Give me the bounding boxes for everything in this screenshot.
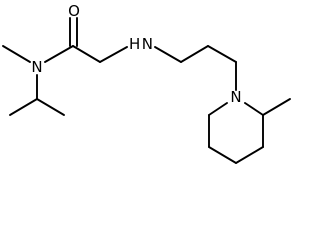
nh-to-propyl-bond — [154, 46, 182, 63]
amide-nitrogen-label: N — [31, 58, 42, 76]
ch2-to-nh-bond — [99, 46, 128, 63]
isopropyl-methyl-right-bond — [36, 98, 65, 116]
structural-formula: O N H N N — [2, 2, 291, 164]
bond-set — [2, 17, 291, 164]
piperidine-nitrogen-label: N — [230, 88, 241, 106]
ring-bond-c3-c4 — [235, 146, 264, 164]
carbonyl-to-ch2-bond — [72, 45, 101, 63]
isopropyl-methyl-left-bond — [9, 98, 38, 116]
ring-bond-c6-n — [208, 102, 228, 116]
ring-bond-n-c2 — [244, 102, 264, 116]
ring-bond-c4-c5 — [208, 146, 237, 164]
n-methyl-bond — [2, 45, 31, 63]
amine-nitrogen-label: H N — [129, 35, 153, 53]
propyl-bond-2 — [180, 45, 209, 63]
carbonyl-oxygen-label: O — [68, 2, 80, 20]
atom-labels: O N H N N — [31, 2, 241, 106]
carbonyl-to-amide-n-bond — [44, 45, 74, 63]
ring-methyl-bond — [262, 98, 291, 116]
propyl-bond-3 — [207, 45, 237, 63]
